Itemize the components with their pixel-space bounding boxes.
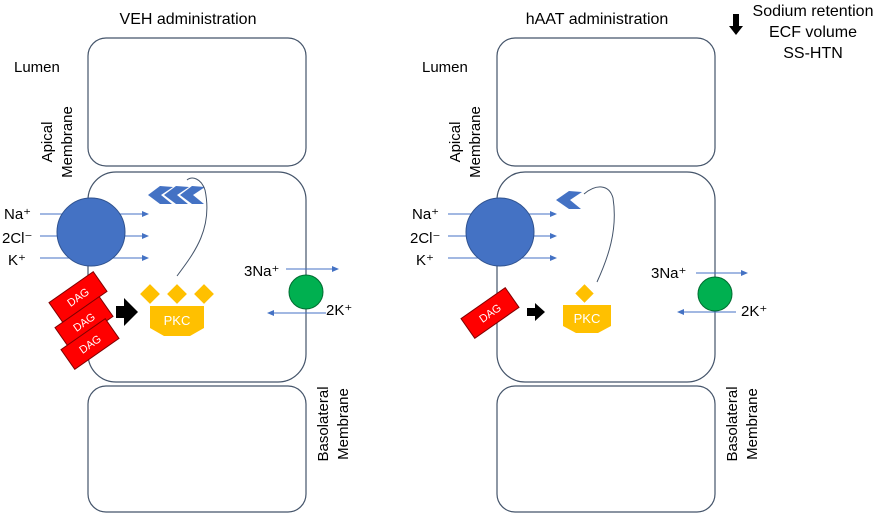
left-ion-na: Na⁺	[4, 206, 31, 223]
left-lower-cell	[87, 385, 307, 513]
right-ion-cl: 2Cl⁻	[410, 230, 440, 247]
svg-text:Basolateral: Basolateral	[315, 386, 332, 461]
right-activation-arrow	[527, 303, 545, 321]
left-basolateral-membrane-label: Basolateral Membrane	[315, 386, 352, 461]
left-pkc: PKC	[140, 284, 214, 336]
right-ion-na: Na⁺	[412, 206, 439, 223]
right-pkc: PKC	[563, 284, 611, 333]
left-lumen-label: Lumen	[14, 59, 60, 76]
left-lumen-cell	[87, 37, 307, 167]
right-connector-line	[583, 186, 615, 283]
left-dag-box-1: DAG	[48, 270, 108, 324]
left-pump-na-label: 3Na⁺	[244, 263, 279, 280]
legend-line-3: SS-HTN	[783, 45, 843, 62]
svg-text:Apical: Apical	[39, 122, 56, 163]
right-dag-box-1: DAG	[460, 286, 520, 340]
right-pump-na-label: 3Na⁺	[651, 265, 686, 282]
svg-text:Basolateral: Basolateral	[724, 386, 741, 461]
left-pump-k-label: 2K⁺	[326, 302, 352, 319]
legend-line-1: Sodium retention	[753, 3, 874, 20]
right-ion-k: K⁺	[416, 252, 434, 269]
right-title: hAAT administration	[526, 11, 669, 28]
left-nak-pump	[288, 274, 324, 310]
left-ion-cl: 2Cl⁻	[2, 230, 32, 247]
left-dag-box-3: DAG	[60, 317, 120, 371]
svg-text:PKC: PKC	[164, 313, 191, 328]
svg-text:Membrane: Membrane	[59, 106, 76, 178]
left-panel: VEH administration Lumen Apical Membrane…	[2, 11, 352, 513]
legend-line-2: ECF volume	[769, 24, 857, 41]
left-connector-line	[176, 177, 208, 277]
outcome-legend: Sodium retention ECF volume SS-HTN	[729, 3, 873, 62]
right-lower-cell	[496, 385, 716, 513]
left-chevrons-icon	[148, 186, 205, 204]
left-nkcc2-transporter	[56, 197, 126, 267]
down-arrow-icon	[729, 14, 743, 35]
left-ion-k: K⁺	[8, 252, 26, 269]
svg-text:Apical: Apical	[447, 122, 464, 163]
left-title: VEH administration	[120, 11, 257, 28]
right-chevron-icon	[556, 191, 582, 209]
right-lumen-label: Lumen	[422, 59, 468, 76]
svg-text:Membrane: Membrane	[744, 388, 761, 460]
right-nkcc2-transporter	[465, 197, 535, 267]
right-basolateral-membrane-label: Basolateral Membrane	[724, 386, 761, 461]
right-nak-pump	[697, 276, 733, 312]
left-activation-arrow	[116, 298, 138, 326]
right-apical-membrane-label: Apical Membrane	[447, 106, 484, 178]
right-panel: hAAT administration Lumen Apical Membran…	[410, 11, 767, 513]
right-pump-k-label: 2K⁺	[741, 303, 767, 320]
left-apical-membrane-label: Apical Membrane	[39, 106, 76, 178]
svg-text:Membrane: Membrane	[467, 106, 484, 178]
svg-text:PKC: PKC	[574, 311, 601, 326]
right-lumen-cell	[496, 37, 716, 167]
svg-text:Membrane: Membrane	[335, 388, 352, 460]
